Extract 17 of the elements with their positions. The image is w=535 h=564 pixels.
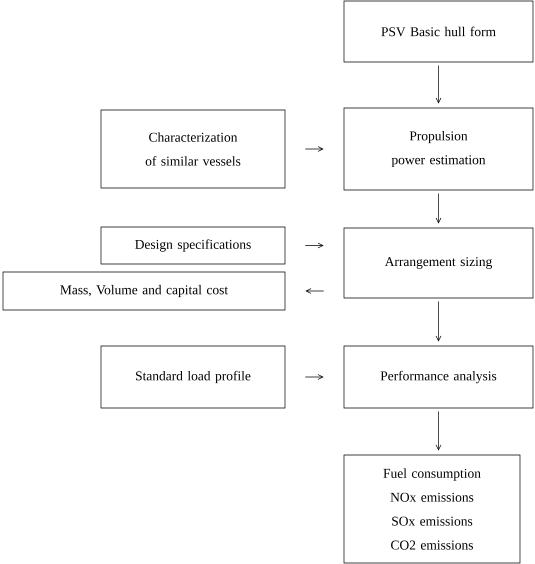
process-box: Performance analysis: [344, 346, 534, 408]
arrow: [436, 411, 442, 451]
arrow: [304, 146, 324, 152]
process-box: Design specifications: [100, 226, 286, 264]
arrow: [305, 288, 324, 294]
arrow: [304, 242, 324, 248]
process-box: Standard load profile: [100, 346, 286, 408]
arrow: [436, 301, 442, 342]
process-box: Mass, Volume and capital cost: [2, 272, 286, 310]
process-box: Characterization of similar vessels: [100, 110, 286, 188]
arrow: [436, 65, 442, 104]
process-box: Propulsion power estimation: [344, 108, 534, 190]
arrow: [304, 374, 324, 380]
process-box: Fuel consumption NOx emissions SOx emissions CO2 emissions: [344, 454, 520, 564]
process-box: Arrangement sizing: [344, 228, 534, 298]
arrow: [436, 193, 442, 224]
process-box: PSV Basic hull form: [344, 0, 534, 62]
